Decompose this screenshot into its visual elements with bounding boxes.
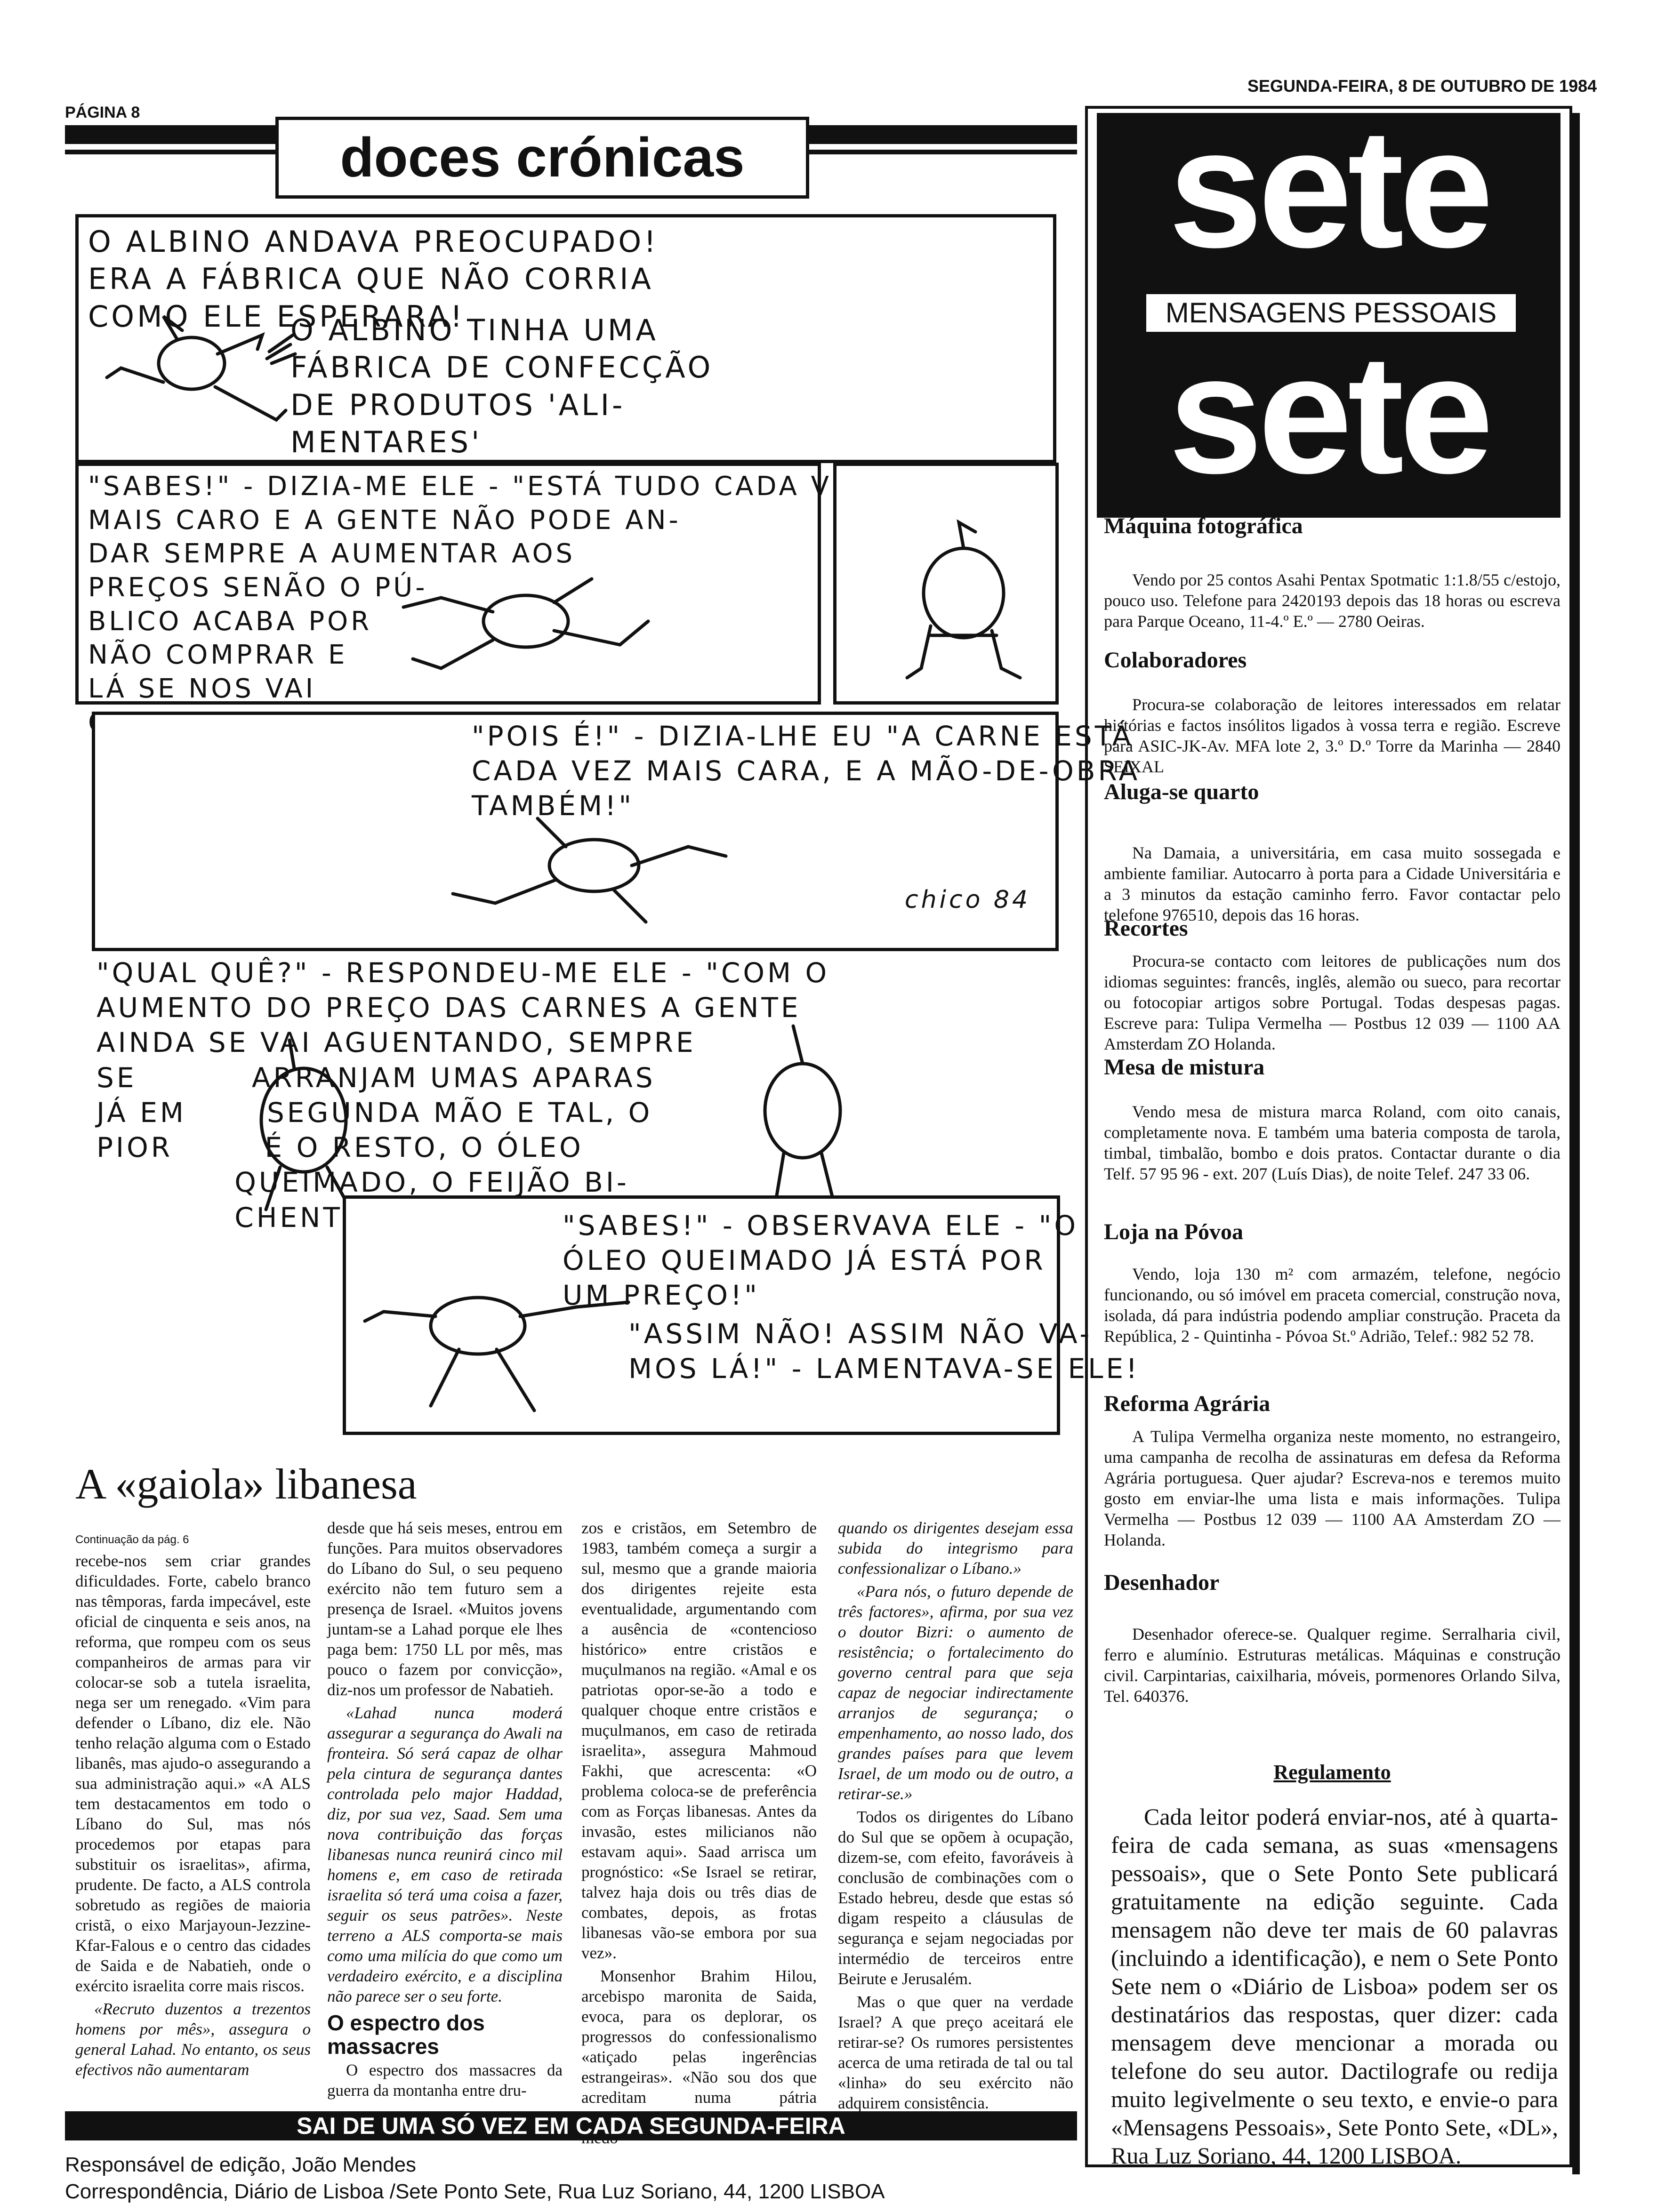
comic-figure-pointing — [363, 1296, 630, 1412]
article-col1-para-1: recebe-nos sem criar grandes dificuldade… — [75, 1552, 311, 1995]
ad-text-1: Vendo por 25 contos Asahi Pentax Spotmat… — [1104, 570, 1560, 631]
article-column-4: quando os dirigentes desejam essa subida… — [838, 1518, 1073, 2116]
page-number: PÁGINA 8 — [65, 104, 140, 121]
article-continuation: Continuação da pág. 6 — [75, 1533, 189, 1546]
sete-logo-bottom: sete — [1168, 320, 1494, 509]
ad-body-7: A Tulipa Vermelha organiza neste momento… — [1104, 1426, 1560, 1550]
ad-title-7: Reforma Agrária — [1104, 1391, 1271, 1416]
comic-panel-2-caption: "SABES!" - DIZIA-ME ELE - "ESTÁ TUDO CAD… — [88, 471, 869, 738]
comic-panel-5: "QUAL QUÊ?" - RESPONDEU-ME ELE - "COM O … — [92, 955, 1052, 1234]
article-col2-para-2: «Lahad nunca moderá assegurar a seguranç… — [327, 1704, 563, 2005]
ad-text-4: Procura-se contacto com leitores de publ… — [1104, 952, 1560, 1053]
article-column-2: desde que há seis meses, entrou em funçõ… — [327, 1518, 563, 2103]
article-subhead: O espectro dos massacres — [327, 2011, 485, 2059]
ad-title-6: Loja na Póvoa — [1104, 1219, 1244, 1244]
comic-panel-6: "SABES!" - OBSERVAVA ELE - "O ÓLEO QUEIM… — [343, 1195, 1137, 1435]
comic-panel-3 — [833, 463, 1059, 705]
sete-box — [1085, 106, 1572, 2167]
ad-text-5: Vendo mesa de mistura marca Roland, com … — [1104, 1102, 1560, 1183]
article-col4-para-2: «Para nós, o futuro depende de três fact… — [838, 1582, 1073, 1803]
ad-text-8: Desenhador oferece-se. Qualquer regime. … — [1104, 1625, 1560, 1706]
ad-body-2: Procura-se colaboração de leitores inter… — [1104, 694, 1560, 777]
comic-panel-4: "POIS É!" - DIZIA-LHE EU "A CARNE ESTÁ C… — [92, 712, 1137, 951]
article-column-3: zos e cristãos, em Setembro de 1983, tam… — [581, 1518, 817, 2151]
footer-banner: SAI DE UMA SÓ VEZ EM CADA SEGUNDA-FEIRA — [65, 2111, 1077, 2140]
comic-panel-1: O ALBINO ANDAVA PREOCUPADO! ERA A FÁBRIC… — [75, 214, 1056, 463]
article-col4-para-1: quando os dirigentes desejam essa subida… — [838, 1519, 1073, 1578]
comic-figures-talking — [259, 1024, 842, 1211]
ad-title-3: Aluga-se quarto — [1104, 779, 1259, 804]
article-title: A «gaiola» libanesa — [75, 1460, 417, 1508]
ad-body-5: Vendo mesa de mistura marca Roland, com … — [1104, 1101, 1560, 1184]
ad-text-7: A Tulipa Vermelha organiza neste momento… — [1104, 1427, 1560, 1549]
comic-panel-1-caption-b: O ALBINO TINHA UMA FÁBRICA DE CONFECÇÃO … — [290, 313, 714, 460]
ad-title-5: Mesa de mistura — [1104, 1055, 1265, 1080]
ad-text-3: Na Damaia, a universitária, em casa muit… — [1104, 843, 1560, 924]
article-col4-para-3: Todos os dirigentes do Líbano do Sul que… — [838, 1808, 1073, 1988]
sete-box-shadow — [1572, 113, 1580, 2174]
page-date: SEGUNDA-FEIRA, 8 DE OUTUBRO DE 1984 — [1247, 76, 1597, 96]
article-col2-para-3: O espectro dos massacres da guerra da mo… — [327, 2061, 563, 2100]
ad-title-2: Colaboradores — [1104, 648, 1247, 673]
ad-body-1: Vendo por 25 contos Asahi Pentax Spotmat… — [1104, 569, 1560, 632]
comic-panel-6-caption-b: "ASSIM NÃO! ASSIM NÃO VA- MOS LÁ!" - LAM… — [628, 1318, 1140, 1385]
comic-panel-4-caption: "POIS É!" - DIZIA-LHE EU "A CARNE ESTÁ C… — [472, 720, 1141, 822]
comic-figure-running-2 — [402, 577, 650, 670]
article-column-1: recebe-nos sem criar grandes dificuldade… — [75, 1551, 311, 2083]
comic-signature: chico 84 — [905, 886, 1031, 914]
ad-body-8: Desenhador oferece-se. Qualquer regime. … — [1104, 1624, 1560, 1707]
section-title: doces crónicas — [275, 117, 809, 199]
ad-body-3: Na Damaia, a universitária, em casa muit… — [1104, 842, 1560, 925]
regulamento-title: Regulamento — [1273, 1761, 1391, 1784]
comic-figure-standing — [905, 519, 1022, 680]
regulamento-body: Cada leitor poderá enviar-nos, até à qua… — [1111, 1803, 1558, 2170]
sete-logo-block: sete MENSAGENS PESSOAIS sete — [1097, 113, 1560, 518]
article-col1-para-2: «Recruto duzentos a trezentos homens por… — [75, 2000, 311, 2079]
ad-body-4: Procura-se contacto com leitores de publ… — [1104, 951, 1560, 1054]
comic-figure-running-3 — [451, 817, 728, 924]
comic-panel-6-caption: "SABES!" - OBSERVAVA ELE - "O ÓLEO QUEIM… — [563, 1210, 1078, 1312]
comic-panel-2: "SABES!" - DIZIA-ME ELE - "ESTÁ TUDO CAD… — [75, 463, 869, 738]
footer-correspondencia: Correspondência, Diário de Lisboa /Sete … — [65, 2180, 885, 2203]
ad-title-1: Máquina fotográfica — [1104, 513, 1303, 538]
footer-responsavel: Responsável de edição, João Mendes — [65, 2153, 417, 2176]
sete-logo-top: sete — [1168, 113, 1494, 283]
comic-panel-1-caption: O ALBINO ANDAVA PREOCUPADO! ERA A FÁBRIC… — [88, 224, 659, 334]
article-col4-para-4: Mas o que quer na verdade Israel? A que … — [838, 1993, 1073, 2112]
ad-title-4: Recortes — [1104, 916, 1188, 941]
sete-banner: MENSAGENS PESSOAIS — [1144, 292, 1518, 334]
ad-body-6: Vendo, loja 130 m² com armazém, telefone… — [1104, 1264, 1560, 1346]
article-col3-para-1: zos e cristãos, em Setembro de 1983, tam… — [581, 1519, 817, 1962]
ad-text-6: Vendo, loja 130 m² com armazém, telefone… — [1104, 1265, 1560, 1346]
regulamento-text: Cada leitor poderá enviar-nos, até à qua… — [1111, 1803, 1558, 2169]
ad-text-2: Procura-se colaboração de leitores inter… — [1104, 695, 1560, 776]
comic-figure-running-1 — [105, 315, 297, 422]
article-col2-para-1: desde que há seis meses, entrou em funçõ… — [327, 1519, 563, 1699]
ad-title-8: Desenhador — [1104, 1570, 1220, 1595]
